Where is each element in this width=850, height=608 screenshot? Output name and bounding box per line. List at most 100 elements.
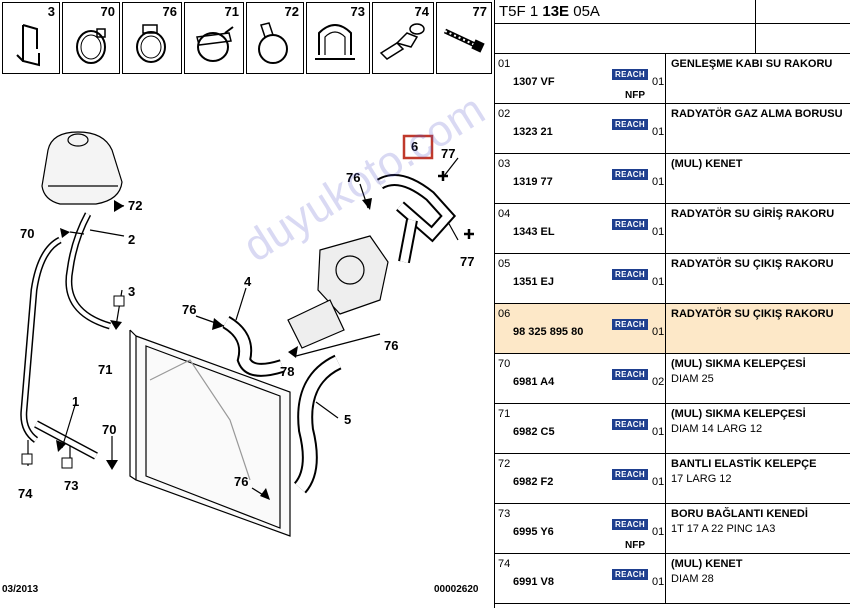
part-quantity: 01 xyxy=(652,276,665,288)
diagram-code: 00002620 xyxy=(434,584,479,595)
callout-76[interactable]: 76 xyxy=(346,170,361,185)
thumb-76[interactable]: 76 xyxy=(122,2,182,74)
thumb-74[interactable]: 74 xyxy=(372,2,434,74)
thumb-number: 3 xyxy=(47,4,55,19)
cable-tie-clip-icon xyxy=(379,23,425,60)
part-description: RADYATÖR GAZ ALMA BORUSU xyxy=(671,108,843,120)
callout-70[interactable]: 70 xyxy=(20,226,35,241)
part-reference: 1307 VF xyxy=(513,76,555,88)
bolt-icon xyxy=(443,28,485,53)
cooling-system-drawing xyxy=(20,131,474,537)
callout-1[interactable]: 1 xyxy=(72,394,80,409)
part-quantity: 01 xyxy=(652,576,665,588)
part-quantity: 01 xyxy=(652,476,665,488)
reach-badge: REACH xyxy=(612,219,648,230)
row-index: 04 xyxy=(498,208,511,220)
callout-78[interactable]: 78 xyxy=(280,364,295,379)
thumb-number: 70 xyxy=(100,4,115,19)
callout-70[interactable]: 70 xyxy=(102,422,117,437)
part-description: (MUL) KENET xyxy=(671,158,743,170)
row-index: 03 xyxy=(498,158,511,170)
reach-badge: REACH xyxy=(612,69,648,80)
table-header: T5F 1 13E 05A xyxy=(495,0,850,24)
part-description: RADYATÖR SU ÇIKIŞ RAKORU xyxy=(671,308,834,320)
elastic-clamp-icon xyxy=(258,22,288,64)
part-quantity: 01 xyxy=(652,426,665,438)
part-reference: 98 325 895 80 xyxy=(513,326,584,338)
callout-77[interactable]: 77 xyxy=(441,146,456,161)
reach-badge: REACH xyxy=(612,519,648,530)
diagram-date: 03/2013 xyxy=(2,584,39,595)
callout-2[interactable]: 2 xyxy=(128,232,136,247)
part-detail: DIAM 25 xyxy=(671,373,714,385)
callout-77[interactable]: 77 xyxy=(460,254,475,269)
part-detail: DIAM 28 xyxy=(671,573,714,585)
row-index: 72 xyxy=(498,458,511,470)
part-description: BANTLI ELASTİK KELEPÇE xyxy=(671,458,817,470)
callout-76[interactable]: 76 xyxy=(182,302,197,317)
thumb-number: 71 xyxy=(224,4,239,19)
hose-clamp-icon xyxy=(76,28,106,64)
row-index: 73 xyxy=(498,508,511,520)
callout-74[interactable]: 74 xyxy=(18,486,33,501)
part-reference: 6995 Y6 xyxy=(513,526,554,538)
callout-4[interactable]: 4 xyxy=(244,274,252,289)
thumb-70[interactable]: 70 xyxy=(62,2,120,74)
reach-badge: REACH xyxy=(612,269,648,280)
part-description: RADYATÖR SU ÇIKIŞ RAKORU xyxy=(671,258,834,270)
reach-badge: REACH xyxy=(612,419,648,430)
thumb-73[interactable]: 73 xyxy=(306,2,370,74)
row-index: 01 xyxy=(498,58,511,70)
callout-6[interactable]: 6 xyxy=(411,139,419,154)
part-quantity: 01 xyxy=(652,526,665,538)
row-index: 71 xyxy=(498,408,511,420)
part-description: (MUL) SIKMA KELEPÇESİ xyxy=(671,408,806,420)
callout-76[interactable]: 76 xyxy=(234,474,249,489)
part-description: (MUL) SIKMA KELEPÇESİ xyxy=(671,358,806,370)
part-quantity: 01 xyxy=(652,126,665,138)
row-index: 06 xyxy=(498,308,511,320)
reach-badge: REACH xyxy=(612,569,648,580)
callout-3[interactable]: 3 xyxy=(128,284,136,299)
callout-71[interactable]: 71 xyxy=(98,362,113,377)
part-quantity: 01 xyxy=(652,226,665,238)
part-reference: 1343 EL xyxy=(513,226,555,238)
thumb-71[interactable]: 71 xyxy=(184,2,244,74)
clip-bracket-icon xyxy=(16,24,40,67)
thumb-number: 77 xyxy=(472,4,487,19)
part-reference: 6982 F2 xyxy=(513,476,554,488)
callout-72[interactable]: 72 xyxy=(128,198,143,213)
hose-clamp-icon xyxy=(136,24,166,63)
thumb-3[interactable]: 3 xyxy=(2,2,60,74)
thumb-number: 72 xyxy=(284,4,299,19)
thumb-number: 76 xyxy=(162,4,177,19)
catalog-reference: T5F 1 13E 05A xyxy=(499,3,600,20)
part-reference: 6991 V8 xyxy=(513,576,554,588)
part-description: GENLEŞME KABI SU RAKORU xyxy=(671,58,833,70)
row-index: 74 xyxy=(498,558,511,570)
part-detail: 17 LARG 12 xyxy=(671,473,732,485)
callout-76[interactable]: 76 xyxy=(384,338,399,353)
part-detail: DIAM 14 LARG 12 xyxy=(671,423,763,435)
callout-73[interactable]: 73 xyxy=(64,478,79,493)
thumb-72[interactable]: 72 xyxy=(246,2,304,74)
part-reference: 6981 A4 xyxy=(513,376,555,388)
part-reference: 1351 EJ xyxy=(513,276,554,288)
thumb-77[interactable]: 77 xyxy=(436,2,492,74)
part-quantity: 01 xyxy=(652,76,665,88)
part-6-callout-box[interactable] xyxy=(402,134,434,160)
callout-5[interactable]: 5 xyxy=(344,412,352,427)
